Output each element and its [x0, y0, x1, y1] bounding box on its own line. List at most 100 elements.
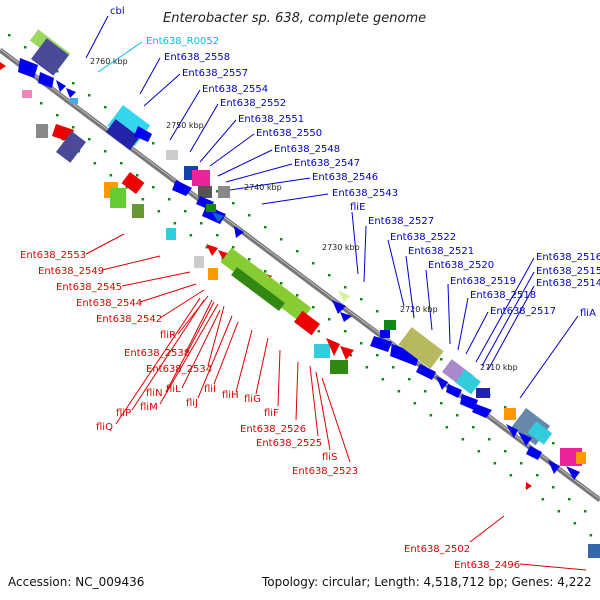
tick-dot	[189, 234, 193, 237]
gene-label: fliE	[350, 202, 365, 213]
tick-dot	[24, 46, 27, 49]
gene-label: Ent638_2547	[294, 158, 360, 169]
gene-label: fliI	[204, 384, 216, 395]
gene-label: Ent638_2522	[390, 232, 456, 243]
gene-label: Ent638_2558	[164, 52, 230, 63]
tick-dot	[509, 474, 513, 477]
tick-dot	[360, 298, 363, 301]
tick-dot	[440, 402, 443, 405]
gene-label: fliL	[166, 384, 181, 395]
gene-label: Ent638_2545	[56, 282, 122, 293]
tick-dot	[541, 498, 545, 501]
gene-label: Ent638_2551	[238, 114, 304, 125]
tick-dot	[264, 226, 267, 229]
gene-label: fliM	[140, 402, 158, 413]
gene-label: Ent638_2515	[536, 266, 600, 277]
gene-label: fliA	[580, 308, 596, 319]
tick-dot	[312, 306, 315, 309]
tick-dot	[376, 354, 379, 357]
tick-dot	[125, 186, 129, 189]
gene-label: Ent638_2523	[292, 466, 358, 477]
kbp-marker: 2760 kbp	[90, 57, 128, 66]
tick-dot	[504, 406, 507, 409]
tick-dot	[168, 198, 171, 201]
tick-dot	[429, 414, 433, 417]
tick-dot	[360, 342, 363, 345]
tick-dot	[328, 274, 331, 277]
tick-dot	[120, 162, 123, 165]
tick-dot	[296, 250, 299, 253]
gene-label: fliN	[146, 388, 163, 399]
tick-dot	[232, 246, 235, 249]
tick-dot	[200, 222, 203, 225]
reverse-gene-labels: Ent638_2553 Ent638_2549 Ent638_2545 Ent6…	[20, 233, 587, 571]
gene-label: Ent638_2557	[182, 68, 248, 79]
genome-backbone	[0, 48, 600, 502]
tick-dot	[248, 258, 251, 261]
topology-text: Topology: circular; Length: 4,518,712 bp…	[261, 575, 592, 589]
tick-dot	[424, 390, 427, 393]
tick-dot	[312, 262, 315, 265]
gene-label: Ent638_2553	[20, 250, 86, 261]
kbp-marker: 2730 kbp	[322, 243, 360, 252]
tick-dot	[392, 366, 395, 369]
gene-label: Ent638_2542	[96, 314, 162, 325]
tick-dot	[408, 378, 411, 381]
tick-dot	[88, 138, 91, 141]
tick-dot	[440, 358, 443, 361]
gene-label: fliF	[264, 408, 279, 419]
tick-dot	[72, 126, 75, 129]
gene-label: cbl	[110, 6, 125, 17]
kbp-marker: 2710 kbp	[480, 363, 518, 372]
gene-label: Ent638_2496	[454, 560, 520, 571]
tick-dot	[349, 354, 353, 357]
tick-dot	[584, 510, 587, 513]
tick-dot	[456, 414, 459, 417]
gene-label: Ent638_2525	[256, 438, 322, 449]
kbp-marker: 2720 kbp	[400, 305, 438, 314]
gene-label: Ent638_2514	[536, 278, 600, 289]
tick-dot	[104, 106, 107, 109]
tick-dot	[477, 450, 481, 453]
gene-label: Ent638_2517	[490, 306, 556, 317]
gene-label: Ent638_2538	[124, 348, 190, 359]
tick-dot	[8, 34, 11, 37]
tick-dot	[216, 234, 219, 237]
tick-dot	[88, 94, 91, 97]
tick-dot	[109, 174, 113, 177]
tick-dot	[232, 202, 235, 205]
tick-dot	[413, 402, 417, 405]
tick-dot	[328, 318, 331, 321]
tick-dot	[520, 462, 523, 465]
tick-dot	[264, 270, 267, 273]
gene-label: Ent638_2544	[76, 298, 142, 309]
tick-dot	[344, 330, 347, 333]
kbp-markers: 2760 kbp 2750 kbp 2740 kbp 2730 kbp 2720…	[90, 57, 518, 372]
gene-label: Ent638_2549	[38, 266, 104, 277]
tick-dot	[280, 282, 283, 285]
gene-label: Ent638_2546	[312, 172, 378, 183]
tick-dot	[461, 438, 465, 441]
tick-dot	[248, 214, 251, 217]
reverse-genes	[0, 62, 532, 490]
tick-dot	[296, 294, 299, 297]
tick-dot	[472, 426, 475, 429]
tick-dot	[40, 102, 43, 105]
gene-label: fliH	[222, 390, 239, 401]
tick-dot	[568, 498, 571, 501]
tick-dot	[136, 174, 139, 177]
tick-dot	[173, 222, 177, 225]
gene-label: Ent638_2520	[428, 260, 494, 271]
tick-dot	[216, 190, 219, 193]
tick-dot	[56, 70, 59, 73]
tick-dot	[157, 210, 161, 213]
tick-dot	[280, 238, 283, 241]
map-title: Enterobacter sp. 638, complete genome	[163, 11, 426, 26]
tick-dot	[573, 522, 577, 525]
gene-label: fliQ	[96, 422, 113, 433]
gene-label: Ent638_2502	[404, 544, 470, 555]
tick-dot	[205, 246, 209, 249]
tick-dot	[56, 114, 59, 117]
